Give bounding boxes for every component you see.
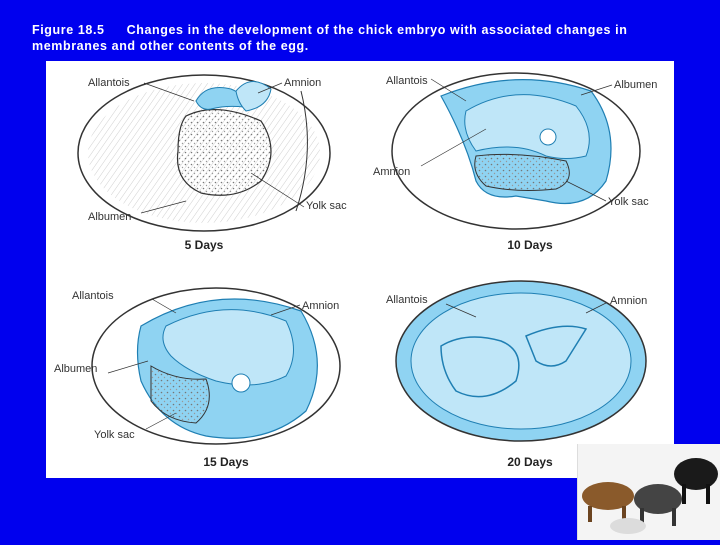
chick-wing-20-days: [440, 336, 520, 398]
label-amnion-15-days: Amnion: [302, 300, 339, 312]
label-amnion-20-days: Amnion: [610, 295, 647, 307]
eye-10-days: [539, 128, 557, 146]
cow-grey: [634, 484, 682, 514]
yolk-10-days: [474, 153, 570, 191]
egg-20-days: Allantois Amnion 20 Days: [386, 280, 647, 469]
air-cell-5-days: [295, 90, 308, 212]
egg-5-days: Allantois Amnion Albumen Yolk sac 5 Days: [77, 74, 347, 252]
day-label-10-days: 10 Days: [507, 238, 553, 252]
label-allantois-20-days: Allantois: [386, 294, 428, 306]
label-albumen-15-days: Albumen: [54, 363, 97, 375]
figure-number: Figure 18.5: [32, 23, 105, 37]
embryo-20-days: [410, 292, 632, 430]
cattle-illustration: [582, 458, 718, 534]
amnion-5-days: [235, 81, 272, 112]
diagram-panel: Allantois Amnion Albumen Yolk sac 5 Days…: [46, 61, 674, 478]
cow-white: [610, 518, 646, 534]
label-amnion-10-days: Amnion: [373, 166, 410, 178]
label-yolk-sac-15-days: Yolk sac: [94, 429, 135, 441]
cattle-photo: [577, 444, 720, 540]
caption-text: Changes in the development of the chick …: [32, 23, 628, 53]
label-yolk-sac-10-days: Yolk sac: [608, 196, 649, 208]
day-label-5-days: 5 Days: [185, 238, 224, 252]
label-allantois-5-days: Allantois: [88, 77, 130, 89]
embryo-15-days: [162, 309, 294, 386]
egg-10-days: Allantois Albumen Amnion Yolk sac 10 Day…: [373, 72, 657, 252]
yolk-5-days: [176, 108, 272, 196]
egg-development-diagram: Allantois Amnion Albumen Yolk sac 5 Days…: [54, 72, 657, 469]
chick-beak-20-days: [525, 325, 588, 367]
bull-black: [674, 458, 718, 490]
label-amnion-5-days: Amnion: [284, 77, 321, 89]
label-albumen-5-days: Albumen: [88, 211, 131, 223]
eye-15-days: [231, 373, 251, 393]
day-label-15-days: 15 Days: [203, 455, 249, 469]
yolk-15-days: [150, 365, 210, 424]
day-label-20-days: 20 Days: [507, 455, 553, 469]
egg-15-days: Allantois Amnion Albumen Yolk sac 15 Day…: [54, 287, 341, 469]
cow-brown: [582, 482, 634, 510]
embryo-10-days: [464, 94, 590, 159]
label-yolk-sac-5-days: Yolk sac: [306, 200, 347, 212]
label-allantois-15-days: Allantois: [72, 290, 114, 302]
label-albumen-10-days: Albumen: [614, 79, 657, 91]
label-allantois-10-days: Allantois: [386, 75, 428, 87]
